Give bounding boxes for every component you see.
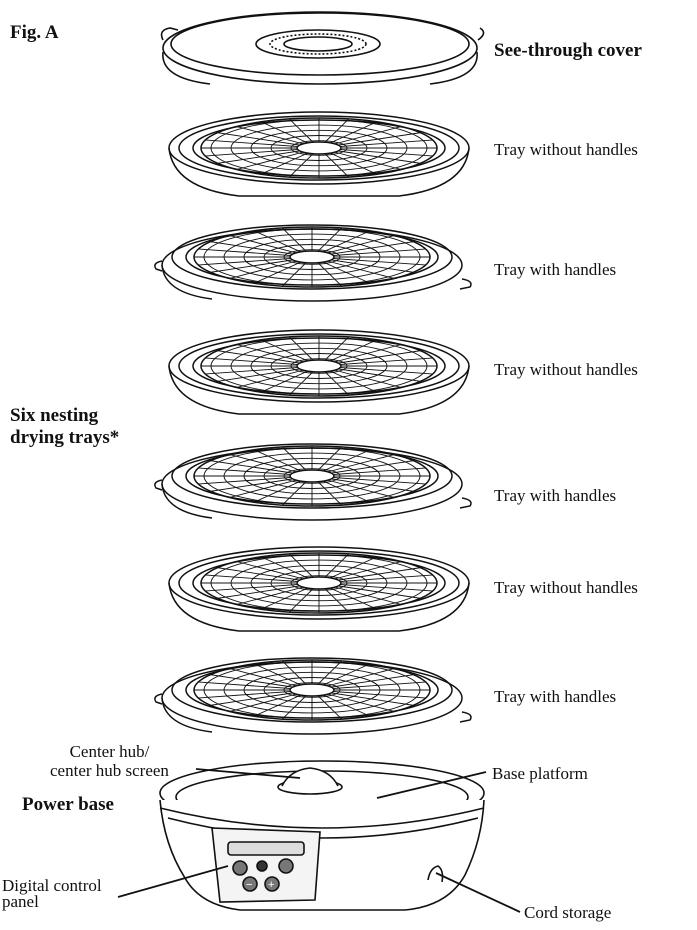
tray-6: [154, 657, 472, 735]
control-leader-line: [117, 865, 229, 898]
cord-leader-line: [435, 872, 521, 913]
control-panel-label: Digital control panel: [2, 876, 102, 911]
hub-label: Center hub/ center hub screen: [50, 742, 169, 780]
tray-1: [168, 111, 470, 197]
see-through-cover: [160, 11, 485, 85]
tray-label-4: Tray with handles: [494, 486, 617, 505]
leader-lines: [117, 768, 521, 913]
tray-label-6: Tray with handles: [494, 687, 617, 706]
tray-label-5: Tray without handles: [494, 578, 638, 597]
tray-5: [168, 546, 470, 632]
cord-storage-label: Cord storage: [524, 903, 612, 922]
hub-leader-line: [195, 768, 301, 779]
tray-label-3: Tray without handles: [494, 360, 638, 379]
svg-text:+: +: [268, 879, 274, 891]
tray-2: [154, 224, 472, 302]
tray-label-1: Tray without handles: [494, 140, 638, 159]
tray-label-2: Tray with handles: [494, 260, 617, 279]
platform-label: Base platform: [492, 764, 588, 783]
tray-4: [154, 443, 472, 521]
cover-label: See-through cover: [494, 40, 642, 61]
tray-3: [168, 329, 470, 415]
platform-leader-line: [376, 771, 487, 799]
figure-label: Fig. A: [10, 22, 59, 43]
trays-group-label: Six nesting drying trays*: [10, 405, 120, 448]
power-base: − +: [159, 760, 485, 911]
svg-text:−: −: [246, 879, 252, 891]
base-label: Power base: [22, 794, 114, 815]
